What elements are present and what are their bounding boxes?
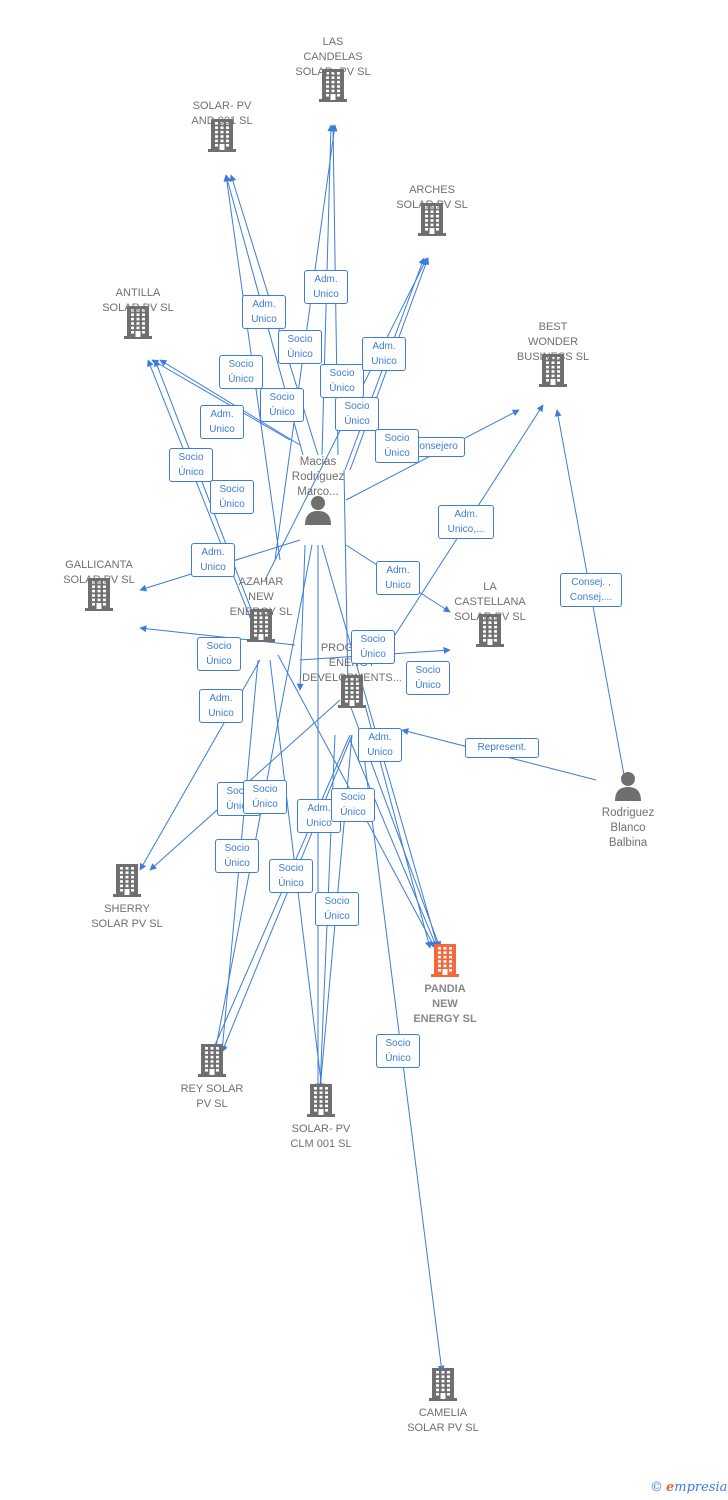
edge-label[interactable]: Socio Único <box>269 859 313 893</box>
node-label: SHERRY SOLAR PV SL <box>91 903 163 930</box>
node-rey-solar[interactable]: REY SOLAR PV SL <box>147 1082 277 1112</box>
edge-label[interactable]: Adm. Unico <box>200 405 244 439</box>
node-solar-pv-and[interactable]: SOLAR- PV AND 001 SL <box>157 99 287 129</box>
node-sherry[interactable]: SHERRY SOLAR PV SL <box>62 902 192 932</box>
edge-label[interactable]: Adm. Unico <box>304 270 348 304</box>
edge-label[interactable]: Socio Único <box>376 1034 420 1068</box>
node-best-wonder[interactable]: BEST WONDER BUSINESS SL <box>488 320 618 365</box>
building-icon[interactable] <box>430 943 460 977</box>
edge-label[interactable]: Adm. Unico <box>242 295 286 329</box>
building-icon[interactable] <box>417 202 447 236</box>
edge-label[interactable]: Consej. , Consej.... <box>560 573 622 607</box>
edge-label[interactable]: Adm. Unico <box>362 337 406 371</box>
building-icon[interactable] <box>318 68 348 102</box>
edge-label[interactable]: Socio Único <box>315 892 359 926</box>
building-icon[interactable] <box>197 1043 227 1077</box>
edge-line <box>296 544 306 691</box>
empresia-logo: ©empresia <box>650 1480 728 1495</box>
edge-label[interactable]: Socio Único <box>331 788 375 822</box>
edge-label[interactable]: Adm. Unico <box>358 728 402 762</box>
node-arches[interactable]: ARCHES SOLAR PV SL <box>367 183 497 213</box>
building-icon[interactable] <box>337 674 367 708</box>
edge-line <box>139 625 296 646</box>
node-rodriguez[interactable]: Rodriguez Blanco Balbina <box>563 806 693 851</box>
edge-label[interactable]: Socio Único <box>351 630 395 664</box>
building-icon[interactable] <box>84 577 114 611</box>
edge-label[interactable]: Socio Único <box>320 364 364 398</box>
edge-label[interactable]: Adm. Unico <box>376 561 420 595</box>
building-icon[interactable] <box>112 863 142 897</box>
edge-label[interactable]: Adm. Unico <box>191 543 235 577</box>
node-label: ARCHES SOLAR PV SL <box>396 184 468 211</box>
edge-line <box>147 359 260 641</box>
node-label: Macias Rodriguez Marco... <box>291 456 345 498</box>
edge-line <box>159 359 301 446</box>
node-macias[interactable]: Macias Rodriguez Marco... <box>253 455 383 500</box>
edge-label[interactable]: Socio Único <box>375 429 419 463</box>
node-label: ANTILLA SOLAR PV SL <box>102 287 174 314</box>
edge-label[interactable]: Represent. <box>465 738 539 758</box>
node-label: Rodriguez Blanco Balbina <box>601 807 655 849</box>
edge-label[interactable]: Socio Único <box>210 480 254 514</box>
node-la-castellana[interactable]: LA CASTELLANA SOLAR PV SL <box>425 580 555 625</box>
building-icon[interactable] <box>475 613 505 647</box>
edge-label[interactable]: Socio Único <box>169 448 213 482</box>
edge-line <box>221 734 353 1053</box>
node-azahar[interactable]: AZAHAR NEW ENERGY SL <box>196 575 326 620</box>
node-antilla[interactable]: ANTILLA SOLAR PV SL <box>73 286 203 316</box>
node-gallicanta[interactable]: GALLICANTA SOLAR PV SL <box>34 558 164 588</box>
edge-label[interactable]: Adm. Unico <box>199 689 243 723</box>
node-label: AZAHAR NEW ENERGY SL <box>229 576 293 618</box>
building-icon[interactable] <box>246 608 276 642</box>
edge-label[interactable]: Socio Único <box>243 780 287 814</box>
node-las-candelas[interactable]: LAS CANDELAS SOLAR- PV SL <box>268 35 398 80</box>
edge-line <box>151 359 291 441</box>
building-icon[interactable] <box>207 118 237 152</box>
node-label: BEST WONDER BUSINESS SL <box>516 321 590 363</box>
person-icon[interactable] <box>303 495 333 525</box>
edge-line <box>343 469 352 691</box>
node-camelia[interactable]: CAMELIA SOLAR PV SL <box>378 1406 508 1436</box>
node-pandia[interactable]: PANDIA NEW ENERGY SL <box>380 982 510 1027</box>
edge-line <box>349 739 438 949</box>
person-icon[interactable] <box>613 771 643 801</box>
node-label: CAMELIA SOLAR PV SL <box>407 1407 479 1434</box>
node-label: SOLAR- PV CLM 001 SL <box>290 1123 352 1150</box>
building-icon[interactable] <box>123 305 153 339</box>
edge-label[interactable]: Socio Único <box>335 397 379 431</box>
node-label: GALLICANTA SOLAR PV SL <box>63 559 135 586</box>
edge-label[interactable]: Socio Único <box>197 637 241 671</box>
edge-line <box>154 359 264 641</box>
building-icon[interactable] <box>428 1367 458 1401</box>
node-solar-pv-clm[interactable]: SOLAR- PV CLM 001 SL <box>256 1122 386 1152</box>
node-label: LAS CANDELAS SOLAR- PV SL <box>295 36 371 78</box>
node-label: SOLAR- PV AND 001 SL <box>191 100 253 127</box>
node-label: PANDIA NEW ENERGY SL <box>413 983 477 1025</box>
building-icon[interactable] <box>306 1083 336 1117</box>
edge-label[interactable]: Socio Único <box>278 330 322 364</box>
edge-line <box>211 734 351 1053</box>
node-label: LA CASTELLANA SOLAR PV SL <box>454 581 526 623</box>
edge-label[interactable]: Socio Único <box>215 839 259 873</box>
edge-label[interactable]: Adm. Unico,... <box>438 505 494 539</box>
edge-label[interactable]: Socio Único <box>406 661 450 695</box>
node-label: REY SOLAR PV SL <box>180 1083 244 1110</box>
building-icon[interactable] <box>538 353 568 387</box>
edge-label[interactable]: Socio Único <box>260 388 304 422</box>
edge-label[interactable]: Socio Único <box>219 355 263 389</box>
